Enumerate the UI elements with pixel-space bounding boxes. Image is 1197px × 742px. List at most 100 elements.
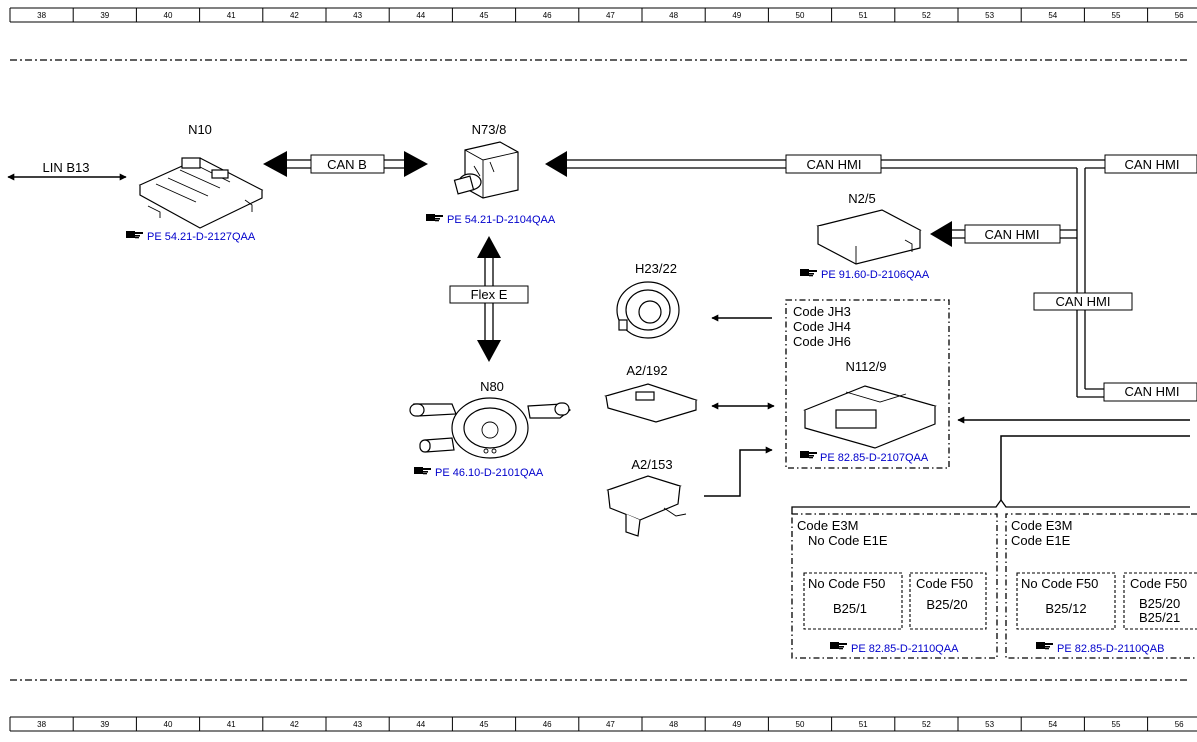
ruler-number: 38 [37, 720, 46, 729]
ruler-number: 45 [480, 11, 489, 20]
ruler-number: 42 [290, 11, 299, 20]
component-a2-153[interactable]: A2/153 [606, 457, 687, 537]
hand-pointer-icon [426, 214, 443, 222]
can-b-label: CAN B [327, 157, 367, 172]
ruler-number: 55 [1112, 720, 1121, 729]
ruler-number: 50 [796, 720, 805, 729]
component-a2-192[interactable]: A2/192 [604, 363, 698, 423]
variant-left-sub-b [909, 572, 987, 630]
variant-left-sub-a [803, 572, 903, 630]
can-hmi-label-mid: CAN HMI [1056, 294, 1111, 309]
n112-9-boundary [785, 299, 950, 469]
ruler-number: 52 [922, 720, 931, 729]
variant-left-sub-a-item: B25/1 [833, 601, 867, 616]
ruler-number: 56 [1175, 720, 1184, 729]
variant-right-sub-a [1016, 572, 1116, 630]
n112-9-code-1: Code JH3 [793, 304, 851, 319]
ruler-number: 43 [353, 720, 362, 729]
variant-left-group: Code E3M No Code E1E No Code F50 B25/1 C… [791, 513, 998, 659]
n80-ref[interactable]: PE 46.10-D-2101QAA [414, 467, 544, 479]
n2-5-label: N2/5 [848, 191, 875, 206]
hand-pointer-icon [126, 231, 143, 239]
n73-8-label: N73/8 [472, 122, 507, 137]
a2-153-label: A2/153 [631, 457, 672, 472]
ruler-number: 41 [227, 720, 236, 729]
variant-right-sub-b [1123, 572, 1197, 630]
hand-pointer-icon [800, 451, 817, 459]
ruler-number: 48 [669, 720, 678, 729]
can-hmi-label-right-bottom: CAN HMI [1125, 384, 1180, 399]
component-n10[interactable]: N10 PE 54.21-D-2127QAA [126, 122, 264, 243]
svg-text:PE 46.10-D-2101QAA[interactable]: PE 46.10-D-2101QAA [435, 467, 544, 479]
can-hmi-label-main: CAN HMI [807, 157, 862, 172]
variant-right-sub-b-item-1: B25/20 [1139, 596, 1180, 611]
ignition-switch-icon [453, 141, 519, 199]
variant-right-sub-a-title: No Code F50 [1021, 576, 1098, 591]
component-n2-5[interactable]: N2/5 PE 91.60-D-2106QAA [800, 191, 930, 281]
component-n112-9[interactable]: Code JH3 Code JH4 Code JH6 N112/9 PE 82.… [785, 299, 950, 469]
n112-9-module-icon [803, 385, 937, 449]
ruler-number: 45 [480, 720, 489, 729]
can-hmi-label-right-top: CAN HMI [1125, 157, 1180, 172]
ruler-number: 38 [37, 11, 46, 20]
ruler-number: 53 [985, 11, 994, 20]
svg-text:PE 54.21-D-2104QAA[interactable]: PE 54.21-D-2104QAA [447, 214, 556, 226]
speaker-icon [616, 281, 680, 339]
a2-153-arrow [704, 446, 773, 497]
svg-text:PE 91.60-D-2106QAA[interactable]: PE 91.60-D-2106QAA [821, 269, 930, 281]
ruler-number: 42 [290, 720, 299, 729]
ruler-number: 52 [922, 11, 931, 20]
n112-9-code-3: Code JH6 [793, 334, 851, 349]
variant-left-sub-b-title: Code F50 [916, 576, 973, 591]
n80-label: N80 [480, 379, 504, 394]
component-h23-22[interactable]: H23/22 [616, 261, 680, 339]
variant-left-sub-b-item: B25/20 [926, 597, 967, 612]
can-b-connection: CAN B [263, 151, 428, 177]
n2-5-module-icon [816, 209, 922, 265]
ruler-number: 55 [1112, 11, 1121, 20]
hand-pointer-icon [830, 642, 847, 650]
n10-label: N10 [188, 122, 212, 137]
hand-pointer-icon [414, 467, 431, 475]
variant-left-ref[interactable]: PE 82.85-D-2110QAA [830, 642, 959, 655]
n10-module-icon [138, 157, 264, 229]
variant-left-line1: Code E3M [797, 518, 858, 533]
variant-right-sub-a-item: B25/12 [1045, 601, 1086, 616]
n10-ref[interactable]: PE 54.21-D-2127QAA [126, 231, 256, 243]
ruler-number: 47 [606, 720, 615, 729]
variant-right-line2: Code E1E [1011, 533, 1071, 548]
n112-9-label: N112/9 [846, 359, 887, 374]
variant-right-ref[interactable]: PE 82.85-D-2110QAB [1036, 642, 1164, 655]
svg-text:PE 82.85-D-2110QAA[interactable]: PE 82.85-D-2110QAA [851, 643, 959, 655]
variant-right-group: Code E3M Code E1E No Code F50 B25/12 Cod… [1005, 513, 1197, 659]
ruler-number: 53 [985, 720, 994, 729]
ruler-number: 40 [164, 11, 173, 20]
n112-9-ref[interactable]: PE 82.85-D-2107QAA [800, 451, 929, 464]
svg-text:PE 82.85-D-2110QAB[interactable]: PE 82.85-D-2110QAB [1057, 643, 1164, 655]
svg-text:PE 82.85-D-2107QAA[interactable]: PE 82.85-D-2107QAA [820, 452, 929, 464]
component-n80[interactable]: N80 PE 46.10-D-2101QAA [409, 379, 571, 479]
n2-5-ref[interactable]: PE 91.60-D-2106QAA [800, 269, 930, 281]
variant-left-line2: No Code E1E [808, 533, 888, 548]
svg-text:PE 54.21-D-2127QAA[interactable]: PE 54.21-D-2127QAA [147, 231, 256, 243]
component-n73-8[interactable]: N73/8 PE 54.21-D-2104QAA [426, 122, 556, 226]
ruler-number: 40 [164, 720, 173, 729]
flex-e-label: Flex E [471, 287, 508, 302]
n112-9-code-2: Code JH4 [793, 319, 851, 334]
ruler-number: 44 [416, 720, 425, 729]
n73-8-ref[interactable]: PE 54.21-D-2104QAA [426, 214, 556, 226]
ruler-number: 56 [1175, 11, 1184, 20]
flex-e-connection: Flex E [449, 236, 529, 362]
ruler-number: 54 [1048, 11, 1057, 20]
a2-192-module-icon [604, 383, 698, 423]
ruler-number: 43 [353, 11, 362, 20]
ruler-number: 51 [859, 11, 868, 20]
ruler-number: 51 [859, 720, 868, 729]
steering-column-module-icon [409, 397, 571, 459]
ruler-number: 39 [100, 11, 109, 20]
variant-left-boundary [791, 513, 998, 659]
can-hmi-label-n2-5: CAN HMI [985, 227, 1040, 242]
variant-bracket [791, 435, 1190, 514]
